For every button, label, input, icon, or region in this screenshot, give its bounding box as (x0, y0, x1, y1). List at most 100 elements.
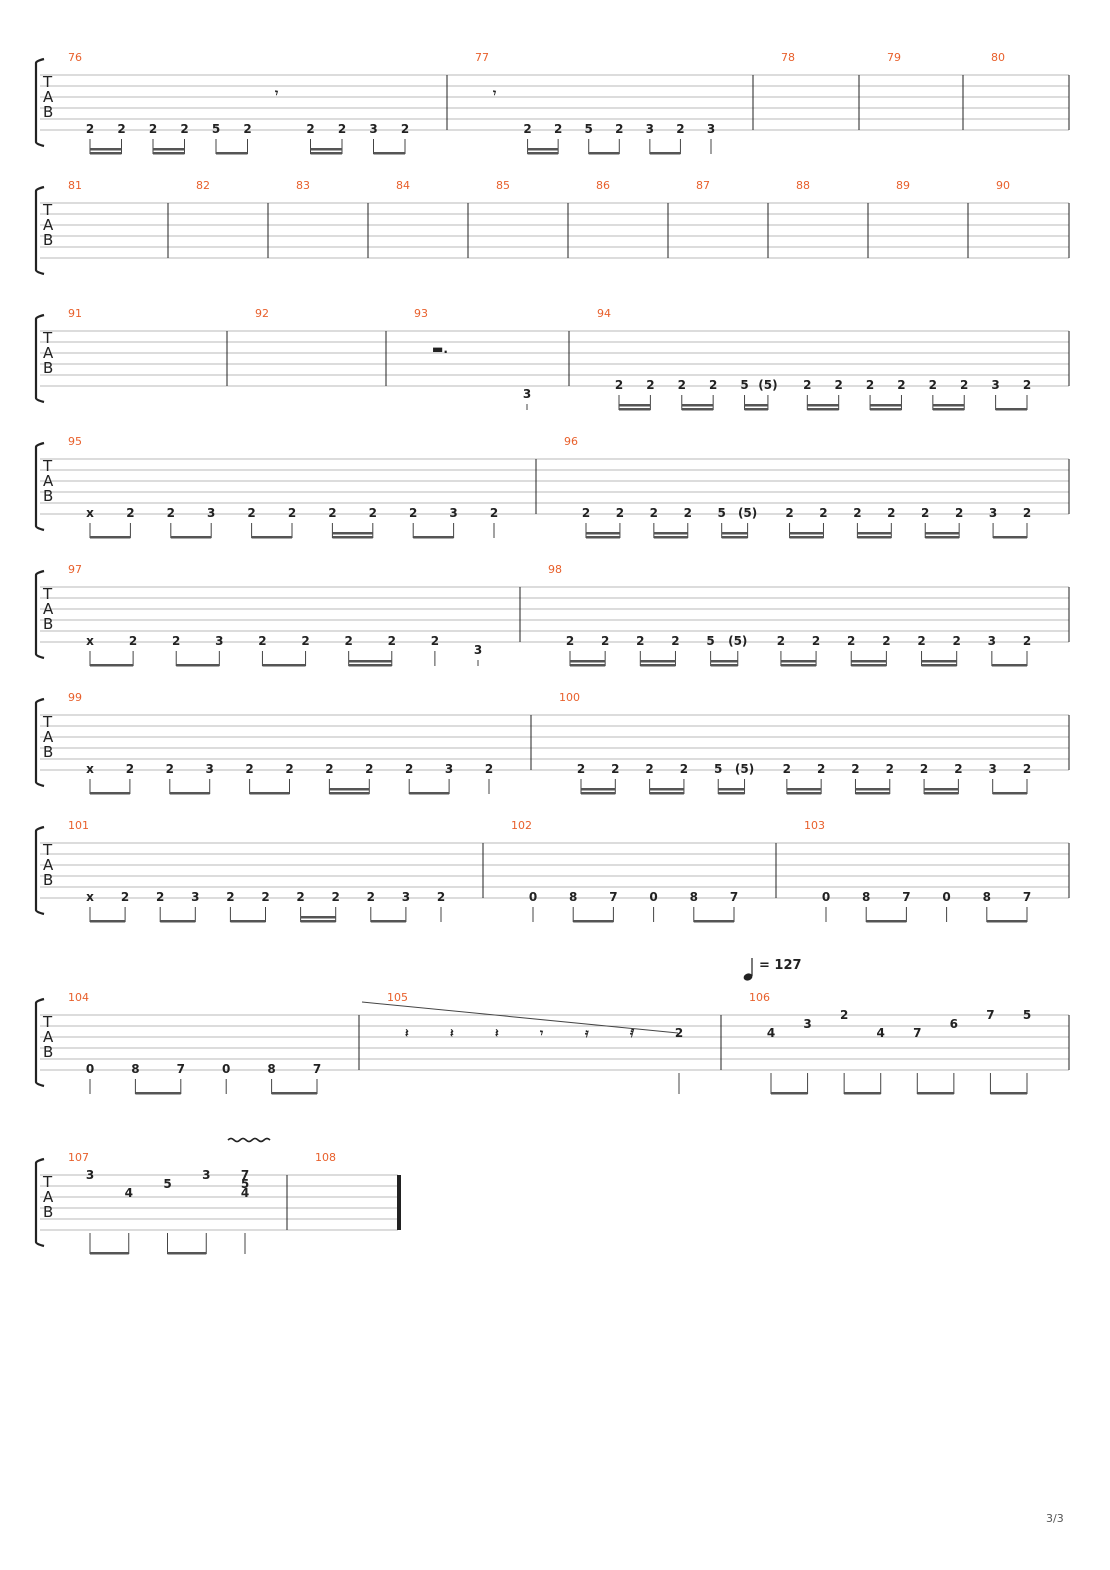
fret-number: 2 (929, 378, 937, 392)
beam (771, 1092, 808, 1095)
fret-number: 8 (690, 890, 698, 904)
beam (640, 660, 676, 663)
fret-number: 0 (86, 1062, 94, 1076)
beam (230, 920, 266, 923)
fret-number: 2 (172, 634, 180, 648)
fret-number: 2 (245, 762, 253, 776)
fret-number: 4 (767, 1026, 775, 1040)
fret-number: 2 (785, 506, 793, 520)
fret-number: 2 (121, 890, 129, 904)
final-barline (397, 1175, 401, 1230)
beam (527, 152, 559, 155)
system-bracket (34, 697, 45, 788)
tab-clef-letter: T (42, 73, 53, 91)
fret-number: 5 (718, 506, 726, 520)
fret-number: 2 (566, 634, 574, 648)
beam (90, 1252, 129, 1255)
tab-clef-letter: T (42, 329, 53, 347)
fret-number: 2 (645, 762, 653, 776)
measure-number: 95 (68, 435, 82, 448)
beam (718, 788, 745, 791)
fret-number: 2 (301, 634, 309, 648)
beam (851, 660, 887, 663)
fret-number: 2 (615, 122, 623, 136)
fret-number: 7 (902, 890, 910, 904)
beam (373, 152, 405, 155)
fret-number: 2 (853, 506, 861, 520)
fret-number: 2 (954, 762, 962, 776)
fret-number: 2 (344, 634, 352, 648)
fret-number: 7 (730, 890, 738, 904)
tab-clef-letter: A (43, 344, 54, 362)
system-bracket (34, 997, 45, 1088)
fret-number: 2 (405, 762, 413, 776)
fret-number: 2 (1023, 506, 1031, 520)
beam (586, 536, 620, 539)
fret-number: 2 (812, 634, 820, 648)
fret-number: 5 (740, 378, 748, 392)
measure-number: 101 (68, 819, 89, 832)
beam (844, 1092, 881, 1095)
fret-number: 2 (819, 506, 827, 520)
beam (870, 404, 902, 407)
beam (90, 664, 134, 667)
measure-number: 92 (255, 307, 269, 320)
fret-number: 5 (163, 1177, 171, 1191)
tab-clef-letter: A (43, 856, 54, 874)
fret-number: 7 (986, 1008, 994, 1022)
tab-clef-letter: B (43, 359, 53, 377)
fret-number: 2 (367, 890, 375, 904)
fret-number: 7 (609, 890, 617, 904)
beam (807, 408, 839, 411)
beam (619, 408, 651, 411)
measure-number: 100 (559, 691, 580, 704)
beam (932, 404, 965, 407)
beam (348, 660, 392, 663)
tab-clef-letter: T (42, 457, 53, 475)
beam (693, 920, 734, 923)
measure-number: 84 (396, 179, 410, 192)
fret-number: 8 (862, 890, 870, 904)
fret-number: 3 (445, 762, 453, 776)
fret-number: 2 (296, 890, 304, 904)
fret-number: 5 (714, 762, 722, 776)
fret-number: 8 (131, 1062, 139, 1076)
fret-number: 0 (649, 890, 657, 904)
fret-number: 2 (554, 122, 562, 136)
fret-number: 8 (569, 890, 577, 904)
rest-symbol: 𝄽 (450, 1026, 454, 1040)
beam (710, 660, 738, 663)
beam (921, 660, 957, 663)
tab-clef-letter: T (42, 585, 53, 603)
fret-number: 2 (288, 506, 296, 520)
fret-number: 5 (212, 122, 220, 136)
beam (807, 404, 839, 407)
measure-number: 88 (796, 179, 810, 192)
measure-number: 97 (68, 563, 82, 576)
measure-number: 93 (414, 307, 428, 320)
fret-number: 2 (921, 506, 929, 520)
fret-number: 2 (156, 890, 164, 904)
tab-clef-letter: A (43, 1028, 54, 1046)
fret-number: 2 (886, 762, 894, 776)
measure-number: 80 (991, 51, 1005, 64)
fret-number: 3 (402, 890, 410, 904)
fret-number: 2 (332, 890, 340, 904)
beam (925, 532, 960, 535)
beam (135, 1092, 181, 1095)
beam (271, 1092, 317, 1095)
system-bracket (34, 185, 45, 276)
fret-number: x (86, 506, 94, 520)
beam (917, 1092, 954, 1095)
fret-number: 2 (887, 506, 895, 520)
fret-number: 3 (988, 634, 996, 648)
quarter-note-icon (743, 973, 753, 981)
beam (586, 532, 620, 535)
slide-line (361, 1001, 679, 1034)
beam (995, 408, 1027, 411)
fret-number: 2 (709, 378, 717, 392)
beam (649, 792, 684, 795)
